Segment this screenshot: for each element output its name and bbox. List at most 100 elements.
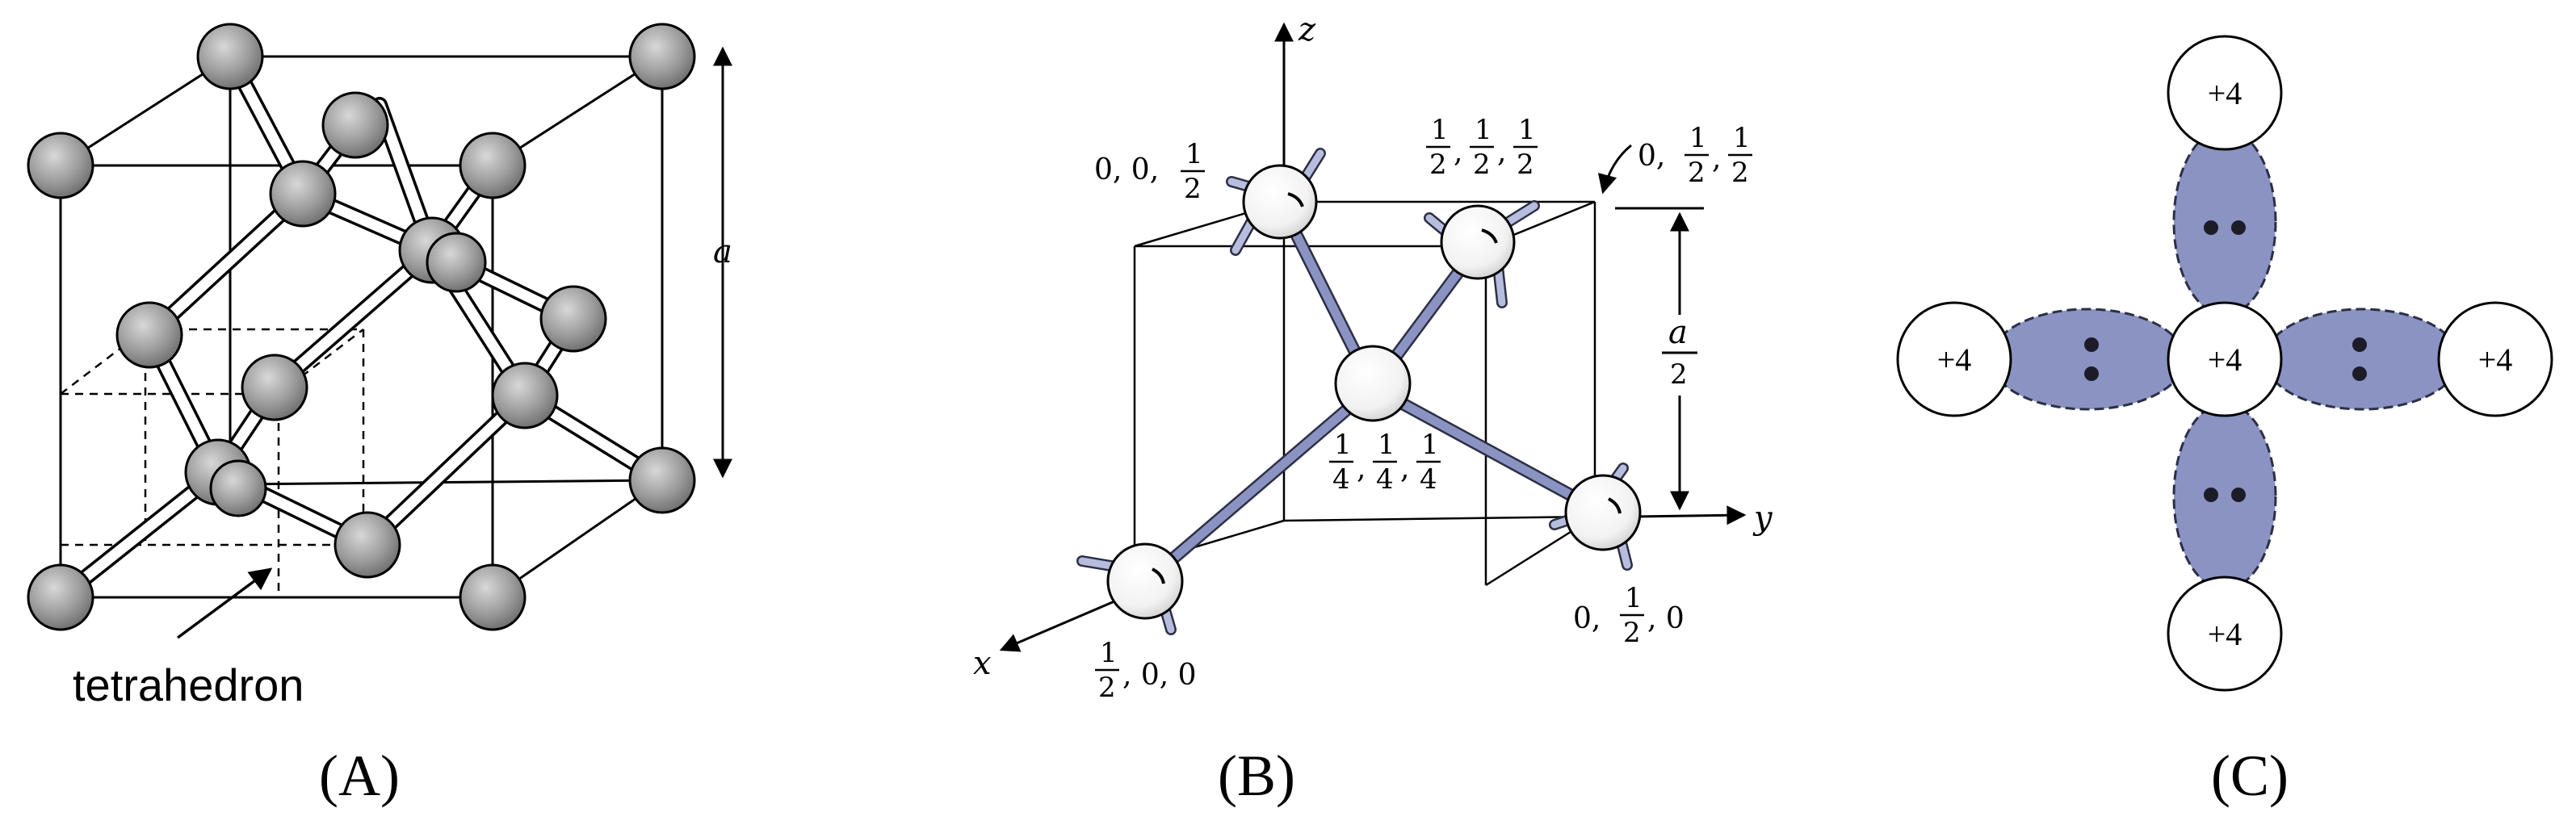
- atom: [459, 563, 527, 631]
- ion-top: [2167, 35, 2283, 151]
- svg-text:2: 2: [1517, 149, 1534, 181]
- coord-top-right-pointer: [1597, 144, 1632, 195]
- svg-text:,: ,: [1497, 136, 1506, 169]
- panel-a-cube-edges: [59, 55, 664, 599]
- atom: [628, 23, 696, 90]
- panel-a-atoms: [27, 23, 696, 631]
- atom: [196, 23, 264, 90]
- panel-a-label: (A): [319, 743, 400, 808]
- svg-text:1: 1: [1733, 122, 1751, 154]
- atom: [539, 285, 607, 353]
- ion-left: [1896, 301, 2012, 417]
- svg-text:1: 1: [1475, 114, 1492, 146]
- ion-center: [2167, 301, 2283, 417]
- atom: [269, 160, 337, 228]
- electron-dot: [2084, 366, 2099, 381]
- coord-top-right: 0, 1 2 , 1 2: [1638, 122, 1752, 189]
- panel-b-x-axis: [999, 600, 1115, 652]
- electron-dot: [2231, 488, 2246, 502]
- lobe-top: [2172, 128, 2277, 316]
- ion-left-charge: +4: [1937, 341, 1972, 378]
- svg-text:, 0: , 0: [1647, 602, 1684, 635]
- svg-text:1: 1: [1518, 114, 1536, 146]
- atom-center: [1334, 345, 1412, 422]
- ion-bottom-charge: +4: [2208, 616, 2242, 652]
- ion-bottom: [2167, 576, 2283, 692]
- panel-b-y-axis: [1630, 505, 1747, 525]
- atom-left: [1106, 542, 1184, 620]
- lobe-left: [1989, 308, 2186, 411]
- svg-text:1: 1: [1431, 114, 1449, 146]
- electron-dot: [2352, 366, 2367, 381]
- svg-text:2: 2: [1473, 149, 1491, 181]
- ion-center-charge: +4: [2208, 341, 2242, 378]
- electron-dot: [2204, 220, 2218, 235]
- ion-top-charge: +4: [2208, 75, 2242, 111]
- svg-text:2: 2: [1731, 157, 1749, 189]
- atom: [334, 511, 401, 579]
- panel-a-diamond-lattice: a tetrahedron (A): [27, 23, 732, 808]
- svg-text:0,: 0,: [1638, 140, 1665, 173]
- coord-left: 1 2 , 0, 0: [1095, 637, 1197, 704]
- panel-b-tetrahedral-unit: z y x: [973, 11, 1773, 808]
- atom: [459, 132, 527, 199]
- panel-b-z-label: z: [1298, 11, 1316, 48]
- panel-a-tetrahedron-label: tetrahedron: [73, 659, 304, 710]
- panel-b-cube: [1133, 200, 1596, 587]
- atom: [115, 301, 183, 369]
- electron-dot: [2084, 337, 2099, 352]
- panel-b-dimension-num: a: [1668, 314, 1688, 351]
- svg-text:1: 1: [1100, 637, 1118, 669]
- svg-text:2: 2: [1688, 157, 1705, 189]
- panel-c-label: (C): [2211, 743, 2289, 808]
- svg-text:2: 2: [1623, 617, 1641, 649]
- panel-a-tetrahedron-arrow: [176, 567, 273, 639]
- atom-right: [1564, 474, 1642, 551]
- lobe-bottom: [2172, 402, 2277, 591]
- panel-b-atom-highlights: [1152, 192, 1622, 584]
- lobe-right: [2263, 308, 2461, 411]
- atom: [27, 563, 94, 631]
- svg-text:1: 1: [1185, 138, 1203, 170]
- coord-top-mid: 1 2 , 1 2 , 1 2: [1426, 114, 1538, 181]
- svg-text:2: 2: [1429, 149, 1447, 181]
- svg-text:0, 0,: 0, 0,: [1094, 153, 1159, 186]
- ion-right: [2437, 301, 2553, 417]
- panel-c-electron-lobes: [1989, 128, 2461, 591]
- atom: [27, 132, 94, 199]
- electron-dot: [2231, 220, 2246, 235]
- svg-text:1: 1: [1689, 122, 1707, 154]
- panel-c-ions: [1896, 35, 2553, 692]
- panel-b-dimension-label-bg: [1655, 315, 1705, 396]
- svg-text:,: ,: [1712, 142, 1721, 175]
- svg-text:4: 4: [1376, 463, 1394, 496]
- svg-text:1: 1: [1334, 429, 1352, 461]
- svg-text:, 0, 0: , 0, 0: [1122, 659, 1197, 692]
- atom: [241, 354, 308, 421]
- panel-c-covalent-bonds: +4 +4 +4 +4 +4 (C): [1896, 35, 2553, 808]
- svg-text:,: ,: [1454, 136, 1462, 169]
- svg-text:,: ,: [1400, 452, 1409, 485]
- svg-text:2: 2: [1184, 173, 1202, 205]
- coord-center: 1 4 , 1 4 , 1 4: [1329, 429, 1441, 496]
- svg-text:2: 2: [1098, 672, 1116, 704]
- svg-text:1: 1: [1625, 582, 1643, 614]
- atom: [628, 446, 696, 514]
- atom: [321, 91, 389, 159]
- atom: [209, 459, 267, 517]
- panel-c-electrons: [2084, 220, 2367, 502]
- electron-dot: [2352, 337, 2367, 352]
- svg-text:1: 1: [1378, 429, 1395, 461]
- svg-text:4: 4: [1332, 463, 1350, 496]
- panel-b-label: (B): [1218, 743, 1295, 808]
- panel-b-y-label: y: [1752, 500, 1773, 537]
- panel-b-x-label: x: [973, 645, 992, 682]
- panel-b-dimension-den: 2: [1670, 358, 1688, 391]
- electron-dot: [2204, 488, 2218, 502]
- coord-top-left: 0, 0, 1 2: [1094, 138, 1205, 205]
- panel-b-atoms: [1106, 164, 1642, 620]
- coord-right: 0, 1 2 , 0: [1573, 582, 1684, 649]
- svg-text:1: 1: [1421, 429, 1439, 461]
- panel-a-dimension-label: a: [713, 233, 732, 270]
